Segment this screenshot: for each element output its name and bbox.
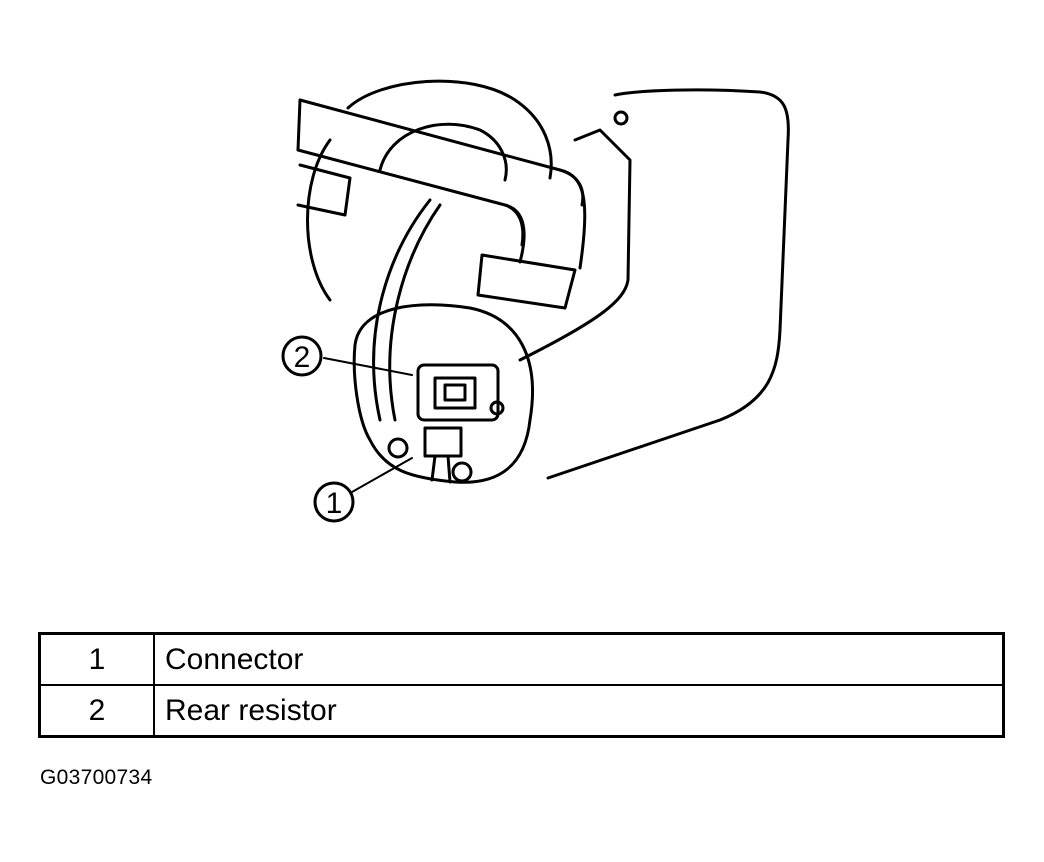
refrigerant-pipe <box>503 168 587 270</box>
table-row: 2 Rear resistor <box>38 684 1005 738</box>
rear-resistor-socket-slot <box>443 383 467 402</box>
right-panel-inner <box>518 128 632 362</box>
legend-label: Connector <box>153 632 1005 686</box>
pipe-bracket <box>476 253 577 310</box>
callout-circle-2 <box>281 335 323 377</box>
screw-right <box>451 461 473 483</box>
wire-harness <box>372 198 442 422</box>
leader-line-2 <box>323 357 413 376</box>
rear-resistor-socket <box>433 376 477 410</box>
blower-resistor-illustration: 2 1 <box>281 79 790 523</box>
panel-bolt <box>613 110 629 126</box>
resistor-flange <box>352 303 534 484</box>
right-panel <box>546 88 790 480</box>
connector-body <box>423 426 463 458</box>
housing-left-arc <box>306 138 332 302</box>
blower-housing <box>346 79 553 180</box>
legend-number: 1 <box>38 632 155 686</box>
legend-table: 1 Connector 2 Rear resistor <box>38 632 1005 738</box>
legend-number: 2 <box>38 684 155 738</box>
duct-left-end <box>296 98 302 152</box>
screw-left <box>387 437 409 459</box>
table-row: 1 Connector <box>38 632 1005 686</box>
leader-line-1 <box>351 457 413 493</box>
figure-id: G03700734 <box>40 766 153 789</box>
blower-fan-ring <box>378 122 508 182</box>
connector-wires <box>430 454 452 484</box>
housing-left-panel <box>296 163 352 217</box>
callout-circle-1 <box>313 481 355 523</box>
screw-top-right <box>489 400 505 416</box>
callout-number-1: 1 <box>326 487 343 520</box>
callout-number-2: 2 <box>294 341 311 374</box>
rear-resistor-body <box>416 363 500 422</box>
legend-label: Rear resistor <box>153 684 1005 738</box>
